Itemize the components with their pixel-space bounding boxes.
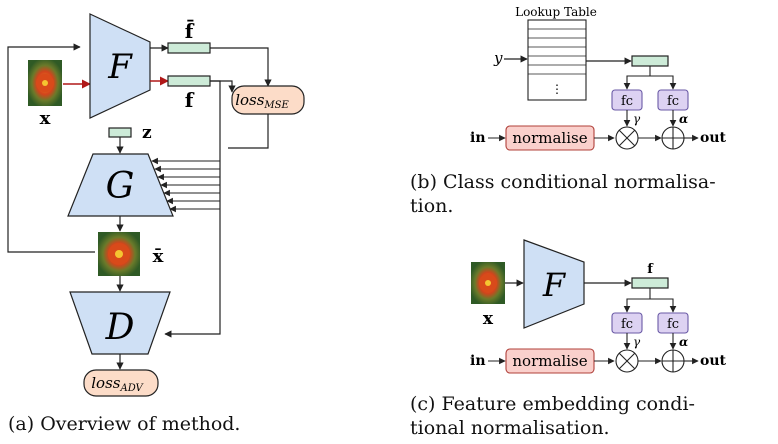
generated-image-x-bar [98,232,140,276]
out-label-c: out [700,353,727,369]
panel-b-class-conditional: Lookup Table ⋮ y fc fc γ α in norma [470,5,727,151]
caption-c: (c) Feature embedding condi- tional norm… [410,392,772,440]
loss-adv-box [83,369,159,397]
fc-label-1-c: fc [621,317,633,332]
alpha-c: α [679,335,688,349]
feature-f [167,75,211,87]
feature-f-c [631,277,669,289]
label-f-c: f [647,262,654,277]
gamma-b: γ [633,112,641,126]
panel-a-overview: x F f̄ f lossMSE z G [7,13,305,397]
caption-c-line-2: tional normalisation. [410,417,610,439]
out-label-b: out [700,130,727,146]
input-image-x [28,60,62,106]
lookup-table [527,19,587,101]
arrow-f-to-fc2-c [650,298,677,313]
normalise-label-c: normalise [512,352,587,370]
arrow-f-to-fc1-c [623,288,651,313]
caption-a: (a) Overview of method. [8,413,241,435]
arrow-embedding-to-fc1-b [623,66,651,90]
label-z: z [142,123,152,143]
in-label-b: in [470,130,486,146]
lookup-ellipsis: ⋮ [551,82,563,96]
caption-b-line-2: tion. [410,195,454,217]
caption-c-line-1: (c) Feature embedding condi- [410,393,695,415]
conditioning-arrows-G [151,157,220,213]
arrow-embedding-to-fc2-b [650,75,677,90]
label-y: y [493,49,503,67]
label-F: F [107,47,133,87]
feedback-arrow [7,43,95,253]
network-F-c [523,239,585,329]
label-x: x [40,108,51,129]
gamma-c: γ [633,335,641,349]
network-F [89,13,151,119]
caption-b-line-1: (b) Class conditional normalisa- [410,171,716,193]
noise-z [108,127,132,138]
panel-c-feature-embedding: x F f fc fc γ α in normalise out [470,239,727,374]
label-F-c: F [542,266,567,304]
embedding-b [631,55,669,67]
feature-f-bar [167,42,211,54]
arrow-f-to-D [164,80,221,338]
network-D [69,291,171,355]
label-D: D [105,307,135,348]
normalise-label-b: normalise [512,129,587,147]
arrow-mse-down [228,114,269,149]
label-x-bar: x̄ [153,246,164,267]
fc-label-1-b: fc [621,94,633,109]
fc-label-2-c: fc [667,317,679,332]
arrow-fbar-to-mse [210,47,272,87]
label-x-c: x [483,309,494,329]
loss-adv-label: lossADV [91,374,144,394]
arrow-f-to-mse [210,80,236,93]
label-f: f [185,88,195,112]
lookup-table-title: Lookup Table [515,5,597,19]
alpha-b: α [679,112,688,126]
input-image-x-c [471,262,505,304]
label-f-bar: f̄ [185,18,195,43]
loss-mse-label: lossMSE [235,91,289,111]
caption-b: (b) Class conditional normalisa- tion. [410,170,772,218]
in-label-c: in [470,353,486,369]
fc-label-2-b: fc [667,94,679,109]
label-G: G [106,166,135,207]
network-G [67,153,174,217]
